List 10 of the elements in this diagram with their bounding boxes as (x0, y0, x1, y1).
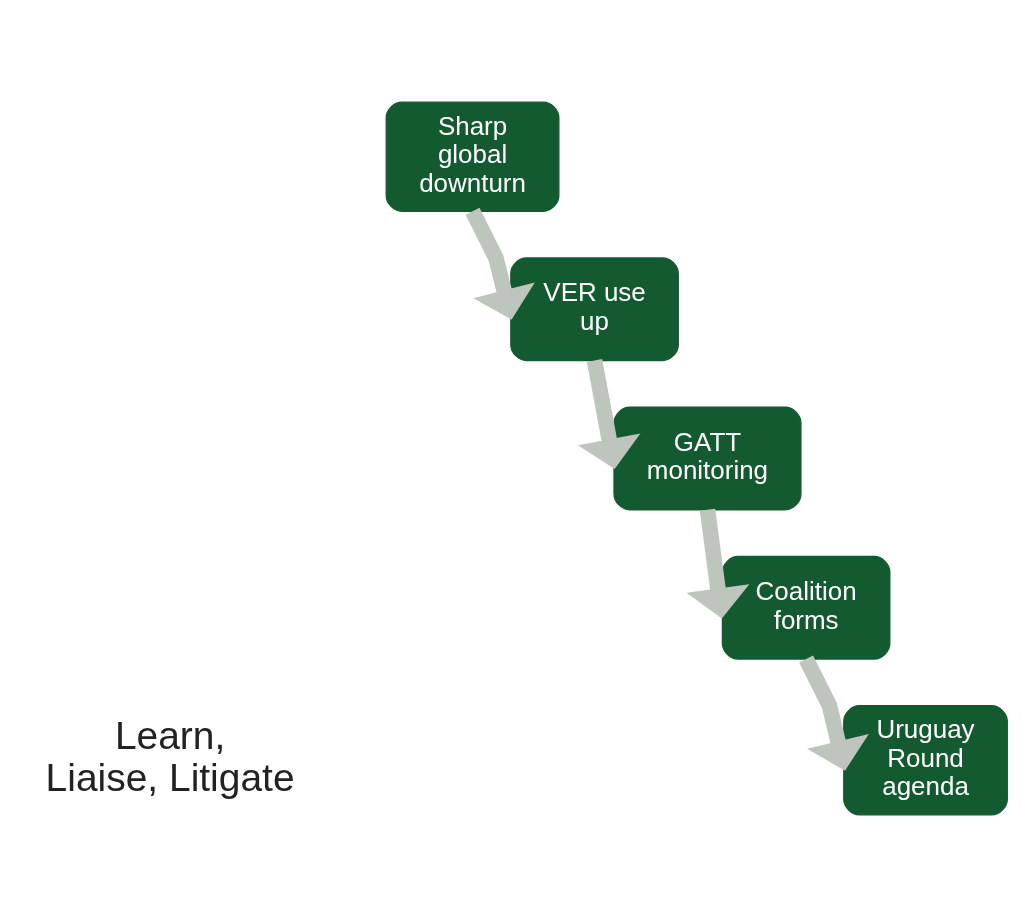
arrow (686, 508, 750, 618)
node-box: Coalition forms (721, 555, 891, 660)
node-box: GATT monitoring (613, 406, 802, 510)
arrow (465, 207, 535, 320)
label: Learn, Liaise, Litigate (45, 713, 295, 799)
node-box: Uruguay Round agenda (843, 704, 1008, 815)
node-box: VER use up (510, 256, 679, 361)
arrow (799, 655, 869, 771)
arrow (577, 358, 641, 469)
node-box: Sharp global downturn (385, 101, 560, 212)
